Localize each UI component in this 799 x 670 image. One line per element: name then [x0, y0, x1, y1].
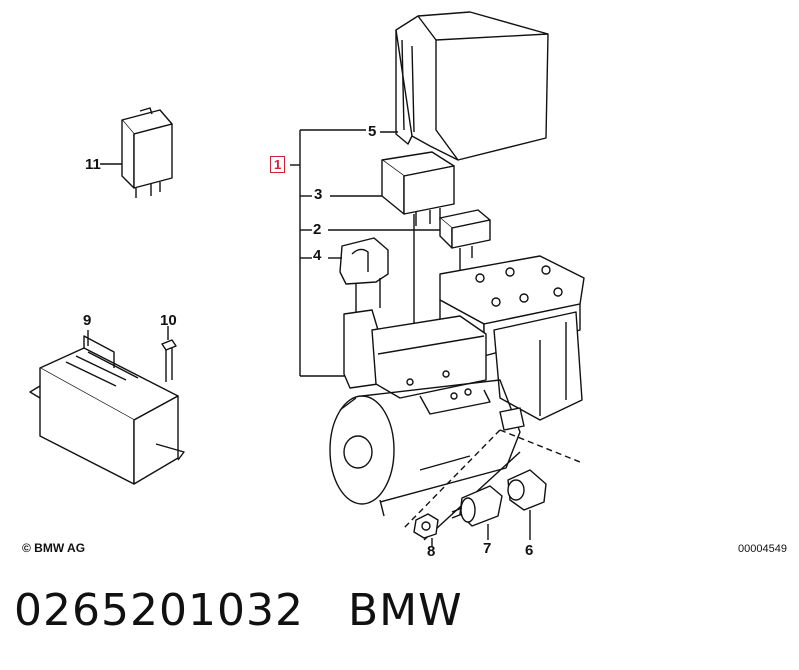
- damper-6-drawing: [507, 469, 547, 540]
- footer-caption: 0265201032 BMW: [14, 585, 507, 636]
- diagram-code: 00004549: [738, 543, 787, 555]
- callout-2[interactable]: 2: [313, 221, 322, 238]
- cover-5-drawing: [380, 11, 549, 161]
- control-unit-9-drawing: [29, 330, 185, 485]
- part-number: 0265201032: [14, 585, 304, 636]
- relay-2-drawing: [328, 209, 491, 262]
- nut-8-drawing: [413, 513, 439, 546]
- bracket-1-lines: [290, 129, 366, 377]
- clamp-4-drawing: [328, 214, 461, 330]
- callout-5[interactable]: 5: [368, 123, 377, 140]
- callout-4[interactable]: 4: [313, 247, 322, 264]
- bush-7-drawing: [451, 485, 503, 540]
- copyright-text: © BMW AG: [22, 541, 86, 555]
- callout-7[interactable]: 7: [483, 540, 492, 557]
- callout-6[interactable]: 6: [525, 542, 534, 559]
- brand-name: BMW: [347, 585, 463, 636]
- parts-diagram: [29, 11, 585, 546]
- callout-3[interactable]: 3: [314, 186, 323, 203]
- callout-11[interactable]: 11: [85, 156, 101, 173]
- callout-8[interactable]: 8: [427, 543, 436, 560]
- screw-10-drawing: [161, 326, 177, 382]
- callout-1[interactable]: 1: [270, 156, 286, 173]
- relay-11-drawing: [100, 107, 173, 198]
- relay-3-drawing: [330, 151, 455, 226]
- callout-10[interactable]: 10: [160, 312, 177, 329]
- callout-9[interactable]: 9: [83, 312, 92, 329]
- hydraulic-unit-drawing: [329, 255, 585, 541]
